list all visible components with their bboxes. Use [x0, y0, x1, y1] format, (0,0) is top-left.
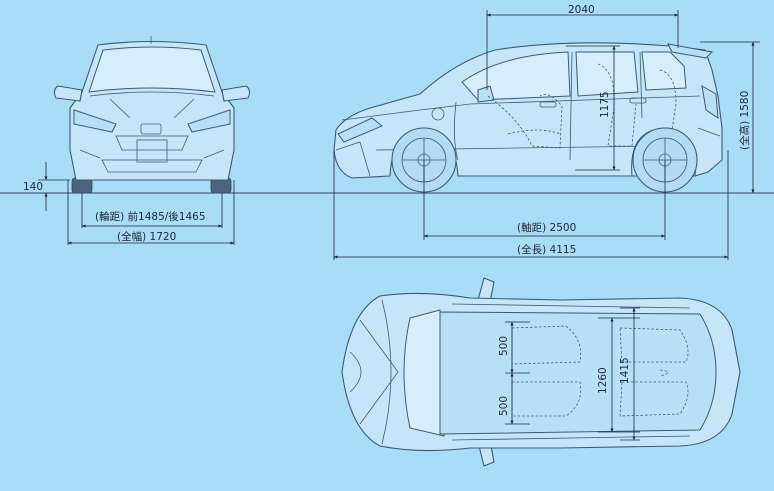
overall-length-label: (全長) 4115 — [517, 243, 576, 256]
seat-width-left-label: 500 — [498, 336, 510, 356]
cabin-height-label: 1175 — [599, 91, 611, 118]
top-view — [341, 277, 741, 467]
tread-label: (輪距) 前1485/後1465 — [95, 210, 206, 223]
overall-width-label: (全幅) 1720 — [117, 230, 176, 243]
overall-height-dimension: (全高) 1580 — [738, 41, 755, 194]
cabin-width-front-dimension: 1415 — [619, 307, 636, 441]
overall-length-dimension: (全長) 4115 — [333, 243, 729, 259]
wheelbase-label: (軸距) 2500 — [517, 221, 576, 234]
front-view — [53, 36, 251, 245]
wheelbase-dimension: (軸距) 2500 — [423, 221, 666, 238]
cabin-width-rear-dimension: 1260 — [597, 317, 614, 433]
cabin-length-label: 2040 — [568, 4, 595, 16]
seat-width-dimensions: 500 500 — [498, 321, 514, 425]
cabin-length-dimension: 2040 — [486, 4, 679, 17]
ground-clearance-label: 140 — [23, 181, 43, 193]
cabin-height-dimension: 1175 — [599, 45, 616, 171]
overall-width-dimension: (全幅) 1720 — [67, 230, 235, 245]
ground-clearance-dimension: 140 — [23, 162, 70, 211]
tread-dimension: (輪距) 前1485/後1465 — [81, 210, 223, 228]
cabin-width-rear-label: 1260 — [597, 367, 609, 394]
cabin-width-front-label: 1415 — [619, 357, 631, 384]
seat-width-right-label: 500 — [498, 396, 510, 416]
overall-height-label: (全高) 1580 — [738, 91, 751, 150]
side-view — [333, 10, 760, 260]
